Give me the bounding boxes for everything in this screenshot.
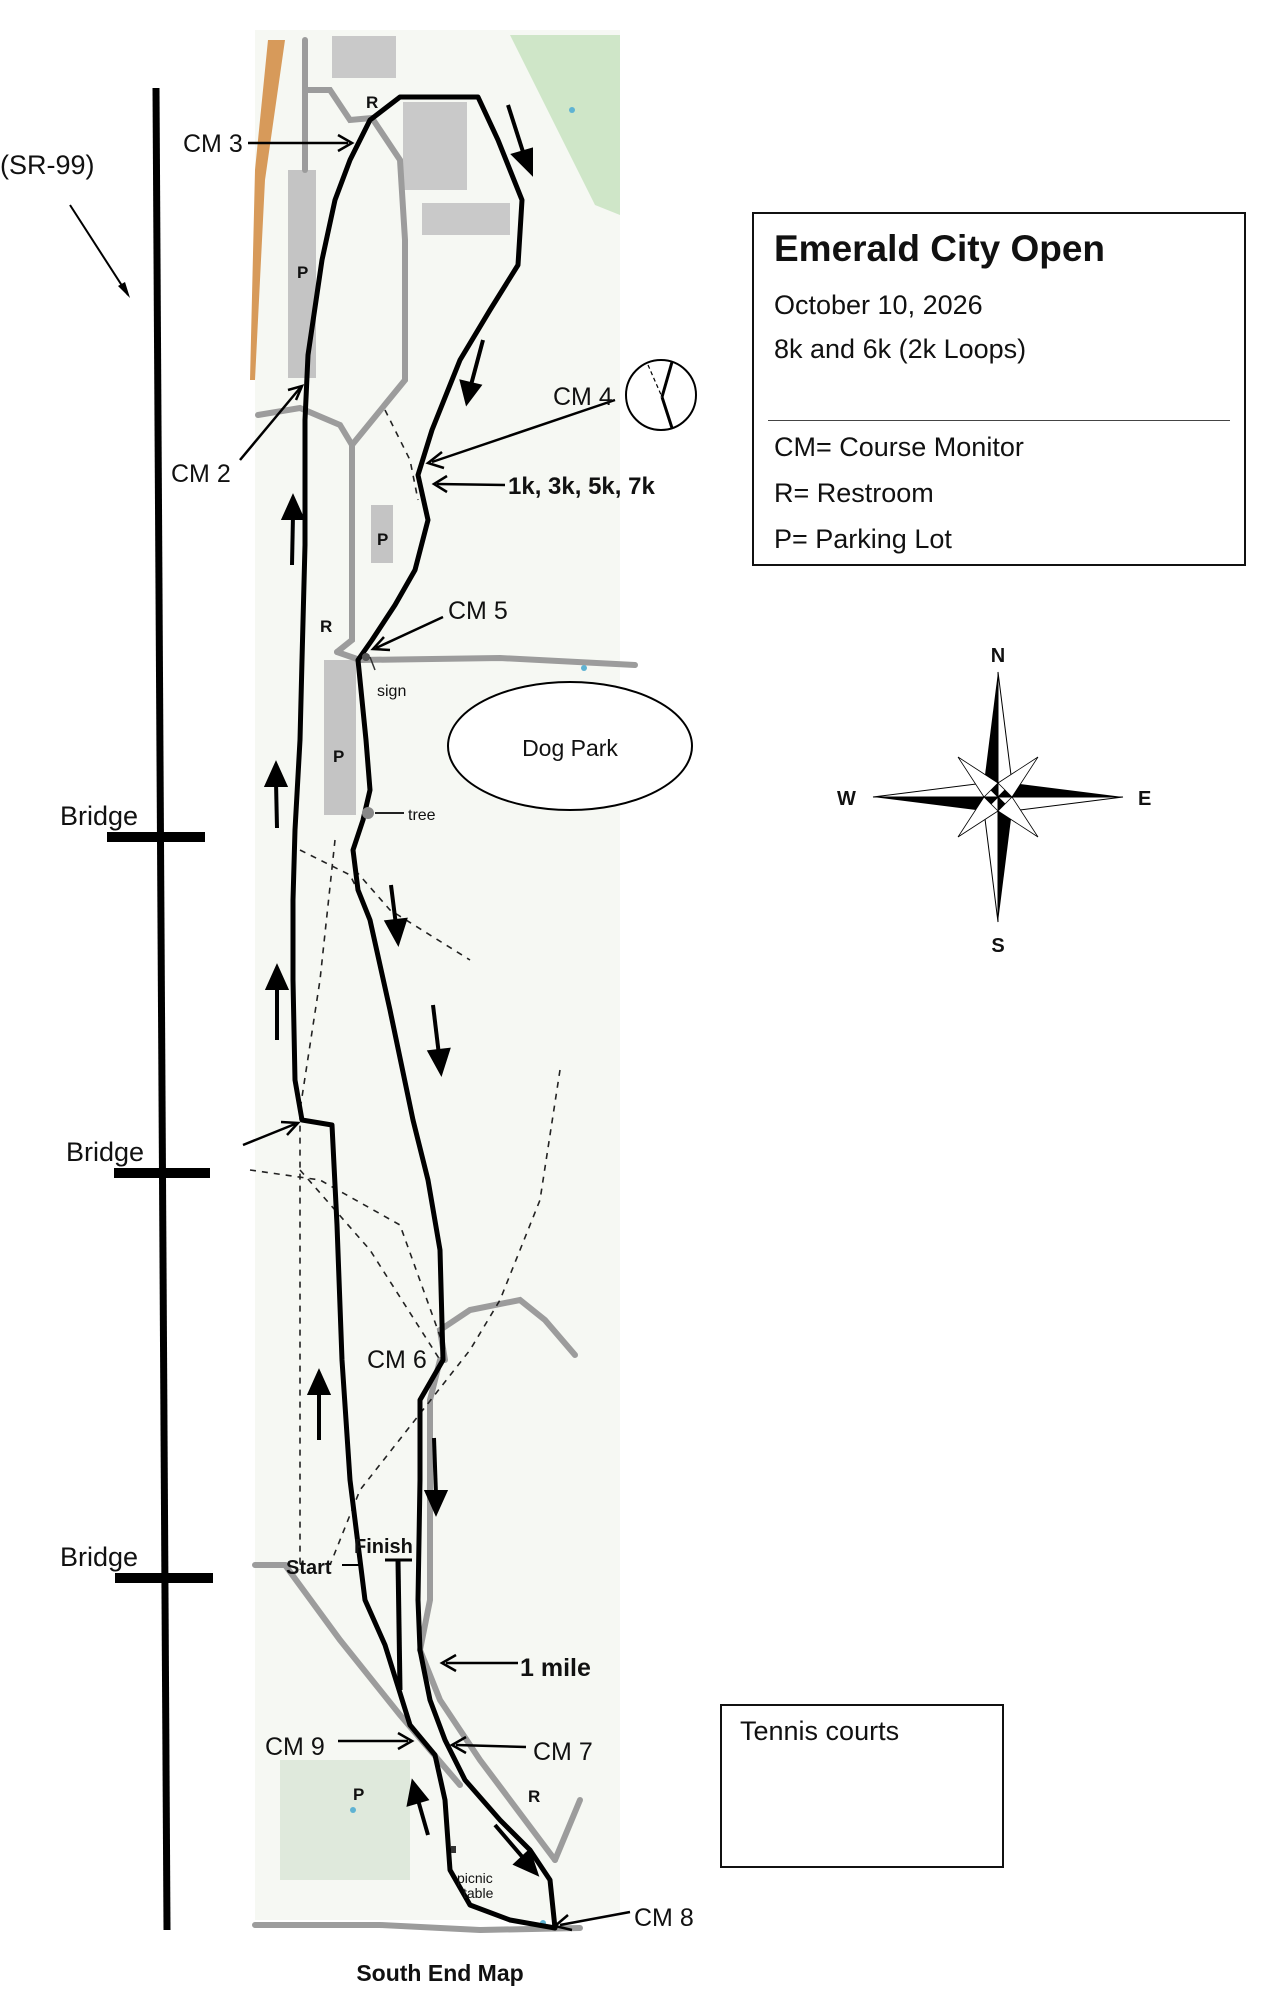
green-strip xyxy=(510,35,620,215)
cm-7-label: CM 7 xyxy=(533,1738,593,1766)
dashed-trails xyxy=(249,409,561,1570)
cm-6-label: CM 6 xyxy=(367,1346,427,1374)
water-markers xyxy=(350,107,587,1926)
map-caption: South End Map xyxy=(356,1960,523,1986)
cm-2-label: CM 2 xyxy=(171,460,231,488)
race-course-loop xyxy=(290,94,558,1931)
dog-park-label: Dog Park xyxy=(522,735,618,761)
map-labels: (SR-99) Bridge Bridge Bridge CM 2 CM 3 C… xyxy=(0,93,1151,1986)
bridge-label-2: Bridge xyxy=(66,1137,144,1167)
highway-arrow-line xyxy=(69,204,129,296)
parking-label-sign: P xyxy=(333,747,344,766)
picnic-table-label-2: table xyxy=(463,1885,494,1901)
cm-4-label: CM 4 xyxy=(553,383,613,411)
highway-arrow-head xyxy=(118,282,130,298)
trail-strip xyxy=(250,40,285,380)
bridge-label-1: Bridge xyxy=(60,801,138,831)
legend-divider xyxy=(768,420,1230,421)
cm-9-label: CM 9 xyxy=(265,1733,325,1761)
finish-label: Finish xyxy=(354,1536,413,1558)
parking-lots xyxy=(288,170,393,815)
restroom-label-north: R xyxy=(366,93,378,112)
bridge-label-3: Bridge xyxy=(60,1542,138,1572)
restroom-label-middle: R xyxy=(320,617,332,636)
tennis-courts-box: Tennis courts xyxy=(720,1704,1004,1868)
sign-label: sign xyxy=(377,683,406,700)
event-title: Emerald City Open xyxy=(774,228,1106,269)
compass-s-label: S xyxy=(991,935,1004,957)
legend-key-parking: P= Parking Lot xyxy=(774,524,952,554)
legend-key-restroom: R= Restroom xyxy=(774,478,934,508)
finish-post xyxy=(385,1558,412,1691)
parking-lot-middle xyxy=(371,505,393,563)
compass-w-label: W xyxy=(837,788,856,810)
compass-e-label: E xyxy=(1138,788,1151,810)
parking-label-middle: P xyxy=(377,530,388,549)
compass-n-label: N xyxy=(991,645,1005,667)
tree-label: tree xyxy=(408,807,436,824)
parking-label-south: P xyxy=(353,1785,364,1804)
tennis-courts-label: Tennis courts xyxy=(740,1716,900,1746)
buildings xyxy=(332,36,510,235)
dog-park-boundary xyxy=(447,681,693,811)
highway xyxy=(69,87,213,1931)
legend-box: Emerald City Open October 10, 2026 8k an… xyxy=(752,212,1246,566)
cm-5-label: CM 5 xyxy=(448,597,508,625)
point-features xyxy=(362,653,456,1853)
parking-lot-sign xyxy=(324,660,356,815)
legend-key-cm: CM= Course Monitor xyxy=(774,432,1024,462)
mile-marker-label: 1 mile xyxy=(520,1654,591,1682)
splits-marker-label: 1k, 3k, 5k, 7k xyxy=(508,473,655,500)
cm-3-label: CM 3 xyxy=(183,130,243,158)
cm-8-label: CM 8 xyxy=(634,1904,694,1932)
direction-arrows xyxy=(263,104,540,1877)
start-label: Start xyxy=(286,1557,332,1579)
event-date: October 10, 2026 xyxy=(774,290,983,320)
parking-label-north: P xyxy=(297,263,308,282)
event-distances: 8k and 6k (2k Loops) xyxy=(774,334,1027,364)
orientation-inset-icon xyxy=(625,359,697,431)
compass-rose xyxy=(872,671,1124,923)
picnic-table-label-1: picnic xyxy=(457,1870,493,1886)
pointer-arrows xyxy=(239,133,631,1932)
highway-line xyxy=(152,87,171,1931)
highway-label: (SR-99) xyxy=(0,150,95,180)
restroom-label-south: R xyxy=(528,1787,540,1806)
